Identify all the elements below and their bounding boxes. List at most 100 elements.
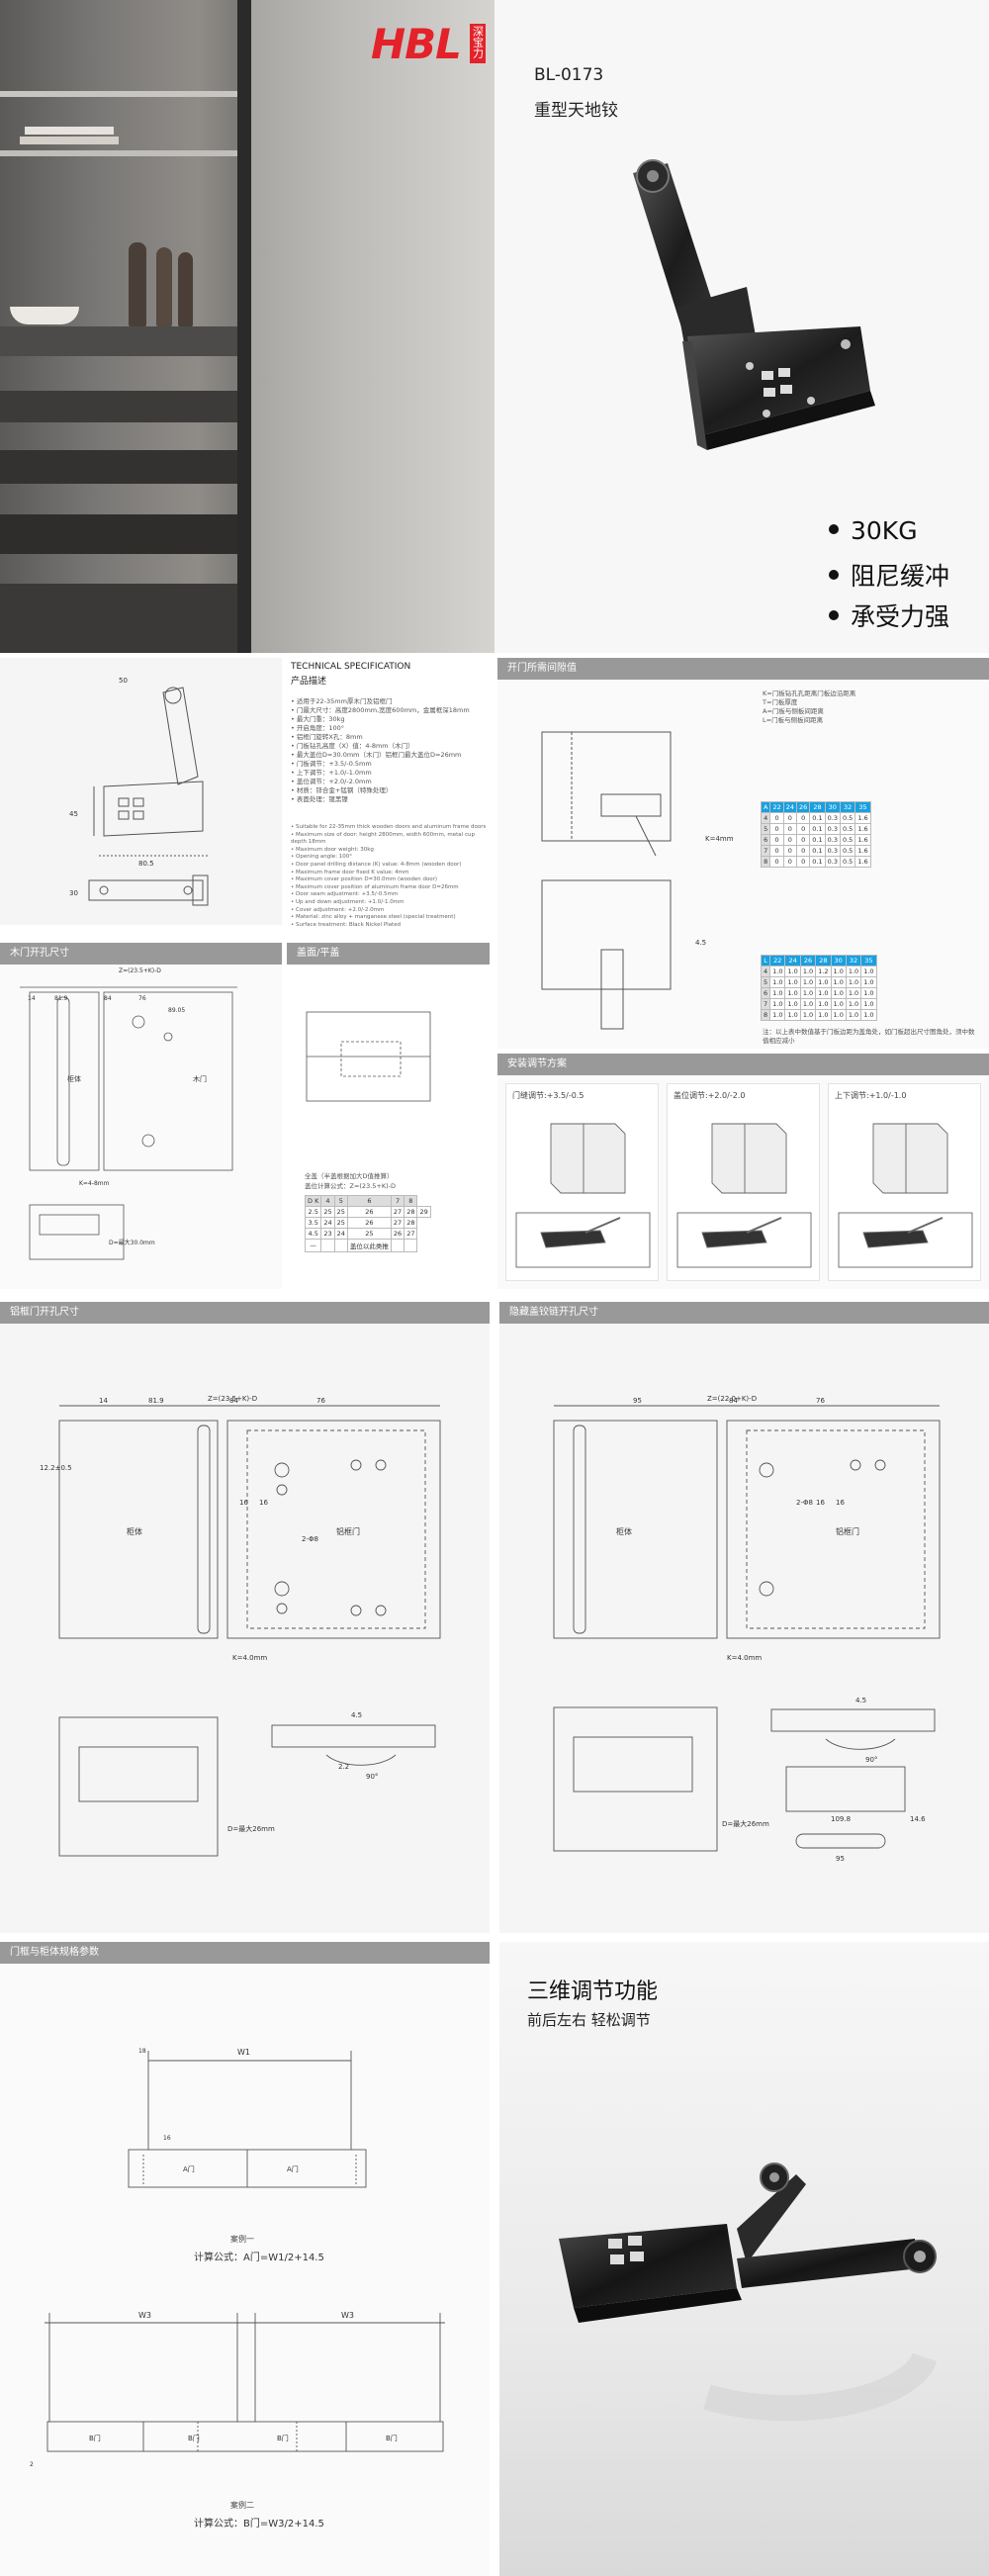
open-gap-drawings: K=4mm 4.5 [541, 731, 734, 1030]
table-cell: 0 [782, 845, 798, 857]
spec-hinge-drawing: 50 80.5 45 30 [69, 677, 209, 906]
dimension-label: 16 [239, 1499, 248, 1507]
table-cell: 26 [390, 1228, 405, 1240]
table-cell: 7 [760, 845, 771, 857]
spec-title-en: TECHNICAL SPECIFICATION [291, 662, 411, 672]
table-cell: 0 [796, 834, 811, 846]
table-cell: 1.0 [860, 987, 877, 999]
spec-drawing-panel: 50 80.5 45 30 [0, 658, 282, 925]
gap-legend-item: T=门板厚度 [763, 698, 798, 706]
dimension-label: K=4.0mm [232, 1654, 267, 1662]
table-cell: 1.0 [799, 1009, 817, 1021]
table-cell: 0 [796, 812, 811, 824]
table-cell: 0.3 [824, 845, 841, 857]
spec-en-line: • Material: zinc alloy + manganese steel… [291, 914, 456, 921]
table-header-cell: 22 [769, 955, 786, 966]
table-header-cell: 24 [782, 801, 798, 813]
table-header-cell: 24 [784, 955, 801, 966]
table-cell: — [304, 1239, 322, 1252]
table-cell: 26 [346, 1206, 392, 1218]
spec-cn-line: • 门最大尺寸：高度2800mm,宽度600mm，金属框深18mm [291, 706, 470, 714]
adjust-illustration [515, 1123, 651, 1268]
three-d-subtitle: 前后左右 轻松调节 [527, 2011, 651, 2029]
table-cell: 25 [320, 1206, 335, 1218]
svg-text:80.5: 80.5 [138, 860, 154, 868]
table-cell: 1.0 [784, 1009, 801, 1021]
dimension-label: 4.5 [351, 1711, 362, 1719]
spec-cn-line: • 门板调节：+3.5/-0.5mm [291, 760, 372, 768]
gap-note: 注：以上表中数值基于门板边距为盖角处，如门板超出尺寸图角处，须中数值相应减小 [763, 1028, 975, 1045]
table-cell [333, 1239, 348, 1252]
feature-weight: 30KG [829, 516, 918, 545]
table-cell: 1.0 [860, 998, 877, 1010]
dimension-label: Z=(23.5+K)-D [208, 1395, 257, 1403]
spec-cn-list: • 适用于22-35mm厚木门及铝框门• 门最大尺寸：高度2800mm,宽度60… [291, 697, 489, 804]
spec-cn-line: • 材质：锌合金+锰钢（特殊处理） [291, 786, 393, 794]
table-cell: 0.1 [809, 823, 826, 835]
table-cell: 5 [760, 823, 771, 835]
spec-en-line: • Maximum frame door fixed K value: 4mm [291, 869, 409, 875]
spec-title-cn: 产品描述 [291, 677, 327, 687]
adjust-column: 上下调节:+1.0/-1.0 [828, 1083, 981, 1281]
table-header-cell: 22 [769, 801, 784, 813]
table-cell: 0 [782, 834, 798, 846]
table-header-cell: 4 [320, 1195, 335, 1207]
dimension-label: 95 [633, 1397, 642, 1405]
dimension-label: 12.2±0.5 [40, 1464, 72, 1472]
table-cell: 0.5 [839, 812, 856, 824]
dimension-label: 89.05 [168, 1007, 185, 1014]
gap-legend-item: K=门板钻孔孔距离门板边沿距离 [763, 690, 856, 697]
table-cell: 1.0 [860, 966, 877, 977]
table-header-cell: 30 [830, 955, 847, 966]
table-header-cell: 32 [845, 955, 862, 966]
cab-d2: 2 [30, 2461, 34, 2468]
dimension-label: K=4.0mm [727, 1654, 762, 1662]
logo-cn: 深宝力 [470, 24, 486, 63]
spec-cn-line: • 最大门重：30kg [291, 715, 345, 723]
dimension-label: 16 [836, 1499, 845, 1507]
cab-db1: B门 [89, 2434, 101, 2442]
table-cell: 0.5 [839, 856, 856, 868]
table-cell: 1.0 [845, 987, 862, 999]
table-cell: 29 [416, 1206, 431, 1218]
wood-label-door: 木门 [193, 1074, 207, 1083]
svg-text:50: 50 [119, 677, 128, 685]
table-cell: 1.0 [845, 976, 862, 988]
table-cell: 0 [796, 845, 811, 857]
hinge-illustration [633, 159, 875, 450]
table-cell: 1.0 [815, 1009, 832, 1021]
al-label-door: 铝框门 [336, 1526, 360, 1536]
dimension-label: 4.5 [855, 1697, 866, 1704]
table-cell: 27 [404, 1228, 418, 1240]
table-cell: 0.5 [839, 845, 856, 857]
spec-cn-line: • 开启角度：100° [291, 724, 345, 732]
dimension-label: 16 [259, 1499, 268, 1507]
table-header-cell: 26 [796, 801, 811, 813]
svg-text:K=4mm: K=4mm [705, 835, 734, 843]
case2-label: 案例二 [230, 2501, 254, 2510]
table-cell: 1.0 [830, 976, 847, 988]
spec-text-panel: TECHNICAL SPECIFICATION 产品描述 • 适用于22-35m… [287, 658, 490, 928]
table-cell: 1.6 [854, 834, 871, 846]
table-cell: 28 [404, 1217, 418, 1229]
cover-title: 盖面/平盖 [287, 943, 490, 965]
case1-label: 案例一 [230, 2235, 254, 2244]
spec-cn-line: • 适用于22-35mm厚木门及铝框门 [291, 697, 393, 705]
cabinet-panel: 门框与柜体规格参数 W1 A门 A门 W3 W3 B门 B门 B门 [0, 1942, 490, 2576]
spec-en-list: • Suitable for 22-35mm thick wooden door… [291, 824, 489, 929]
table-cell: 0 [769, 845, 784, 857]
al-holes-title: 铝框门开孔尺寸 [0, 1302, 490, 1324]
table-cell: 1.6 [854, 845, 871, 857]
dimension-label: 2-Φ8 [302, 1535, 318, 1543]
table-cell: 1.0 [769, 987, 786, 999]
cover-formula: 盖位计算公式：Z=(23.5+K)-D [305, 1182, 397, 1190]
spec-cn-line: • 上下调节：+1.0/-1.0mm [291, 769, 372, 777]
